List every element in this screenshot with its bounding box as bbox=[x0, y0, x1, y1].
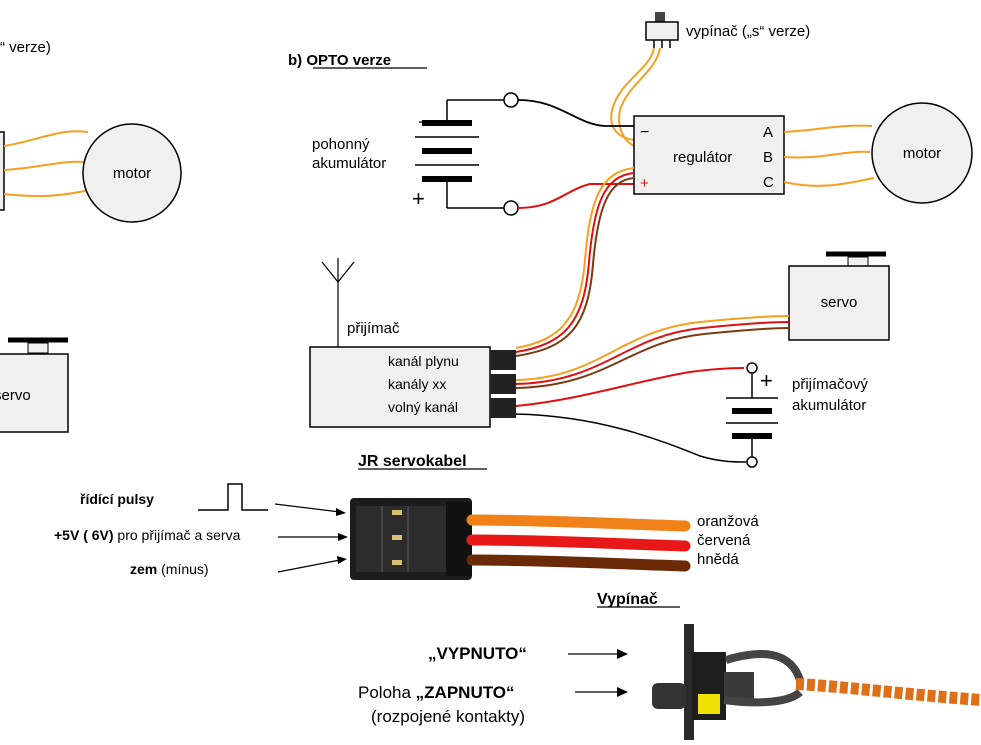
motor-wire-b bbox=[783, 150, 871, 159]
left-wire-c bbox=[3, 189, 91, 198]
jr-wire-brown bbox=[466, 554, 691, 572]
battery-label-2: akumulátor bbox=[312, 155, 386, 172]
pulse-icon bbox=[198, 483, 268, 511]
arrow-signal bbox=[274, 503, 346, 516]
receiver-port-3 bbox=[490, 398, 516, 418]
rx-battery-label-2: akumulátor bbox=[792, 397, 866, 414]
jr-pin-power: +5V ( 6V) pro přijímač a serva bbox=[54, 527, 241, 543]
left-wire-b bbox=[3, 160, 87, 171]
switch-detail-heading: Vypínač bbox=[597, 591, 658, 608]
left-motor-label: motor bbox=[113, 165, 151, 182]
receiver-box bbox=[309, 346, 491, 428]
rx-battery-icon bbox=[726, 362, 778, 468]
receiver-port-1 bbox=[490, 350, 516, 370]
receiver-title: přijímač bbox=[347, 320, 400, 337]
receiver-channel-1: kanál plynu bbox=[388, 353, 459, 369]
left-servo: servo bbox=[0, 337, 69, 433]
regulator-title: regulátor bbox=[673, 149, 732, 166]
receiver-port-2 bbox=[490, 374, 516, 394]
plus-wire bbox=[517, 183, 634, 209]
left-motor bbox=[82, 123, 182, 223]
slide-switch-icon bbox=[645, 12, 679, 48]
throttle-wire-brown bbox=[515, 177, 635, 357]
regulator-out-b: B bbox=[763, 149, 773, 166]
switch-wire-1 bbox=[610, 47, 655, 141]
regulator-minus: − bbox=[640, 124, 649, 141]
regulator-out-a: A bbox=[763, 124, 773, 141]
switch-off-label: „VYPNUTO“ bbox=[428, 644, 527, 663]
battery-minus: − bbox=[418, 112, 429, 132]
switch-on-label: Poloha „ZAPNUTO“ bbox=[358, 683, 515, 702]
battery-label-1: pohonný bbox=[312, 136, 370, 153]
switch-photo-icon bbox=[652, 624, 981, 740]
rx-battery-plus-wire bbox=[515, 367, 745, 407]
switch-on-note: (rozpojené kontakty) bbox=[371, 707, 525, 726]
wire-color-orange: oranžová bbox=[697, 513, 759, 530]
battery-plus: + bbox=[412, 186, 425, 211]
wire-color-red: červená bbox=[697, 532, 751, 549]
servo bbox=[788, 251, 890, 341]
throttle-wire-red bbox=[515, 172, 635, 353]
motor-label: motor bbox=[903, 145, 941, 162]
servo-wire-orange bbox=[515, 315, 790, 381]
verze-fragment: “ verze) bbox=[0, 39, 51, 56]
regulator-box bbox=[633, 115, 785, 195]
arrow-ground bbox=[277, 556, 347, 573]
receiver-channel-2: kanály xx bbox=[388, 376, 446, 392]
motor bbox=[871, 102, 973, 204]
left-servo-label: servo bbox=[0, 387, 31, 404]
minus-wire bbox=[517, 99, 634, 127]
rx-battery-label-1: přijímačový bbox=[792, 376, 868, 393]
rx-battery-minus-wire bbox=[515, 413, 747, 463]
rx-battery-plus: + bbox=[760, 368, 773, 393]
jr-pin-signal: řídící pulsy bbox=[80, 491, 154, 507]
receiver-channel-3: volný kanál bbox=[388, 399, 458, 415]
jr-pin-ground: zem (mínus) bbox=[130, 561, 209, 577]
arrow-off bbox=[568, 649, 628, 659]
regulator-plus: + bbox=[640, 175, 649, 192]
switch-wire-2 bbox=[618, 47, 661, 147]
servo-wire-brown bbox=[515, 327, 790, 389]
antenna-icon bbox=[321, 258, 355, 347]
arrow-on bbox=[575, 687, 628, 697]
jr-wire-orange bbox=[466, 514, 691, 532]
jr-connector-icon bbox=[350, 498, 472, 580]
battery-terminal-minus bbox=[503, 92, 519, 108]
battery-icon bbox=[415, 100, 479, 208]
arrow-power bbox=[278, 533, 348, 541]
switch-label: vypínač („s“ verze) bbox=[686, 23, 810, 40]
wire-color-brown: hnědá bbox=[697, 551, 739, 568]
servo-wire-red bbox=[515, 321, 790, 385]
opto-heading: b) OPTO verze bbox=[288, 52, 391, 69]
jr-heading: JR servokabel bbox=[358, 453, 467, 470]
jr-wire-red bbox=[466, 534, 691, 552]
throttle-wire-orange bbox=[515, 167, 635, 349]
motor-wire-a bbox=[783, 124, 873, 133]
motor-wire-c bbox=[783, 177, 875, 187]
battery-terminal-plus bbox=[503, 200, 519, 216]
servo-label: servo bbox=[821, 294, 858, 311]
left-regulator-edge bbox=[0, 131, 5, 211]
regulator-out-c: C bbox=[763, 174, 774, 191]
left-wire-a bbox=[3, 130, 89, 147]
